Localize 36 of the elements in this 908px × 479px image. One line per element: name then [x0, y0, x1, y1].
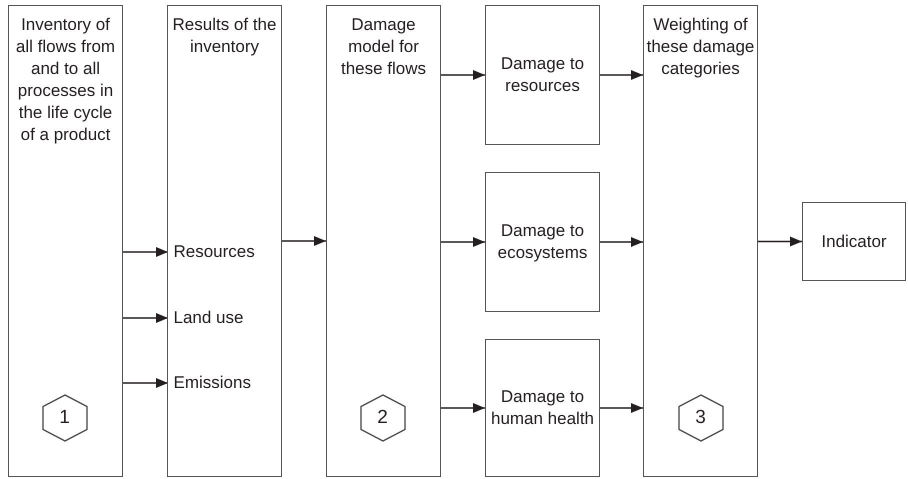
step-number: 1	[58, 406, 71, 428]
arrow	[600, 237, 643, 247]
arrow	[123, 313, 168, 323]
step-number: 3	[694, 406, 707, 428]
step-number: 2	[376, 406, 389, 428]
step-hexagon	[676, 394, 726, 442]
arrow	[441, 237, 485, 247]
arrow	[123, 378, 168, 388]
process-box	[485, 172, 600, 312]
box-label: Damage to ecosystems	[496, 220, 588, 264]
flow-label: Emissions	[168, 372, 276, 394]
column-heading: Inventory of all flows from and to all processes in the life cycle of a product	[14, 14, 116, 146]
arrow	[441, 403, 485, 413]
step-hexagon	[40, 394, 90, 442]
process-box	[485, 5, 600, 145]
process-column	[8, 5, 123, 477]
column-heading: Results of the inventory	[172, 14, 278, 58]
flow-label: Resources	[168, 240, 276, 262]
box-label: Indicator	[821, 230, 887, 252]
process-column	[167, 5, 282, 477]
arrow	[600, 70, 643, 80]
arrow	[758, 236, 802, 246]
arrow	[282, 236, 326, 246]
column-heading: Weighting of these damage categories	[646, 14, 755, 80]
arrow	[123, 247, 168, 257]
flow-label: Land use	[168, 306, 276, 328]
process-column	[643, 5, 758, 477]
arrow	[441, 70, 485, 80]
process-box	[485, 339, 600, 477]
arrow	[600, 403, 643, 413]
step-hexagon	[358, 394, 408, 442]
column-heading: Damage model for these flows	[340, 14, 428, 80]
process-box	[802, 202, 906, 281]
box-label: Damage to resources	[500, 53, 586, 97]
box-label: Damage to human health	[490, 386, 596, 430]
process-column	[326, 5, 441, 477]
